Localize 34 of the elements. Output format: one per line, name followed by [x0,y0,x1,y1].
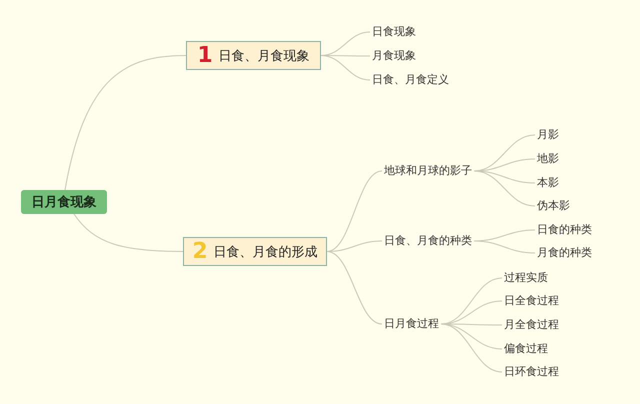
branch-line [326,251,382,324]
priority-number: 2 [192,240,208,262]
topic-title: 日食、月食现象 [218,48,310,64]
subtopic-label: 月食的种类 [535,245,594,261]
subtopic-label: 日环食过程 [502,364,561,380]
subtopic-label: 日全食过程 [502,293,561,309]
subtopic-label: 日食的种类 [535,222,594,238]
central-topic-box: 日月食现象 [21,190,107,214]
branch-line [440,324,502,372]
priority-number: 1 [197,44,213,66]
subtopic-label: 地影 [535,151,561,167]
branch-line [320,55,370,80]
branch-line [326,170,382,252]
topic-box [183,237,327,266]
branch-line [326,240,382,252]
subtopic-label: 过程实质 [502,270,550,286]
subtopic-label: 月全食过程 [502,317,561,333]
subtopic-label: 月食现象 [370,48,418,64]
topic-box [186,41,321,70]
subtopic-label: 日食、月食定义 [370,72,451,88]
subtopic-label: 日食现象 [370,24,418,40]
branch-line [440,278,502,324]
branch-line [474,170,536,206]
subtopic-label: 伪本影 [535,198,572,214]
subtopic-label: 地球和月球的影子 [382,163,474,179]
subtopic-label: 日月食过程 [382,316,441,332]
topic-title: 日食、月食的形成 [214,244,318,260]
subtopic-label: 月影 [535,127,561,143]
subtopic-label: 日食、月食的种类 [382,233,474,249]
branch-line [64,55,186,190]
subtopic-label: 本影 [535,175,561,191]
branch-line [474,240,536,254]
branch-line [74,214,184,252]
subtopic-label: 偏食过程 [502,341,550,357]
